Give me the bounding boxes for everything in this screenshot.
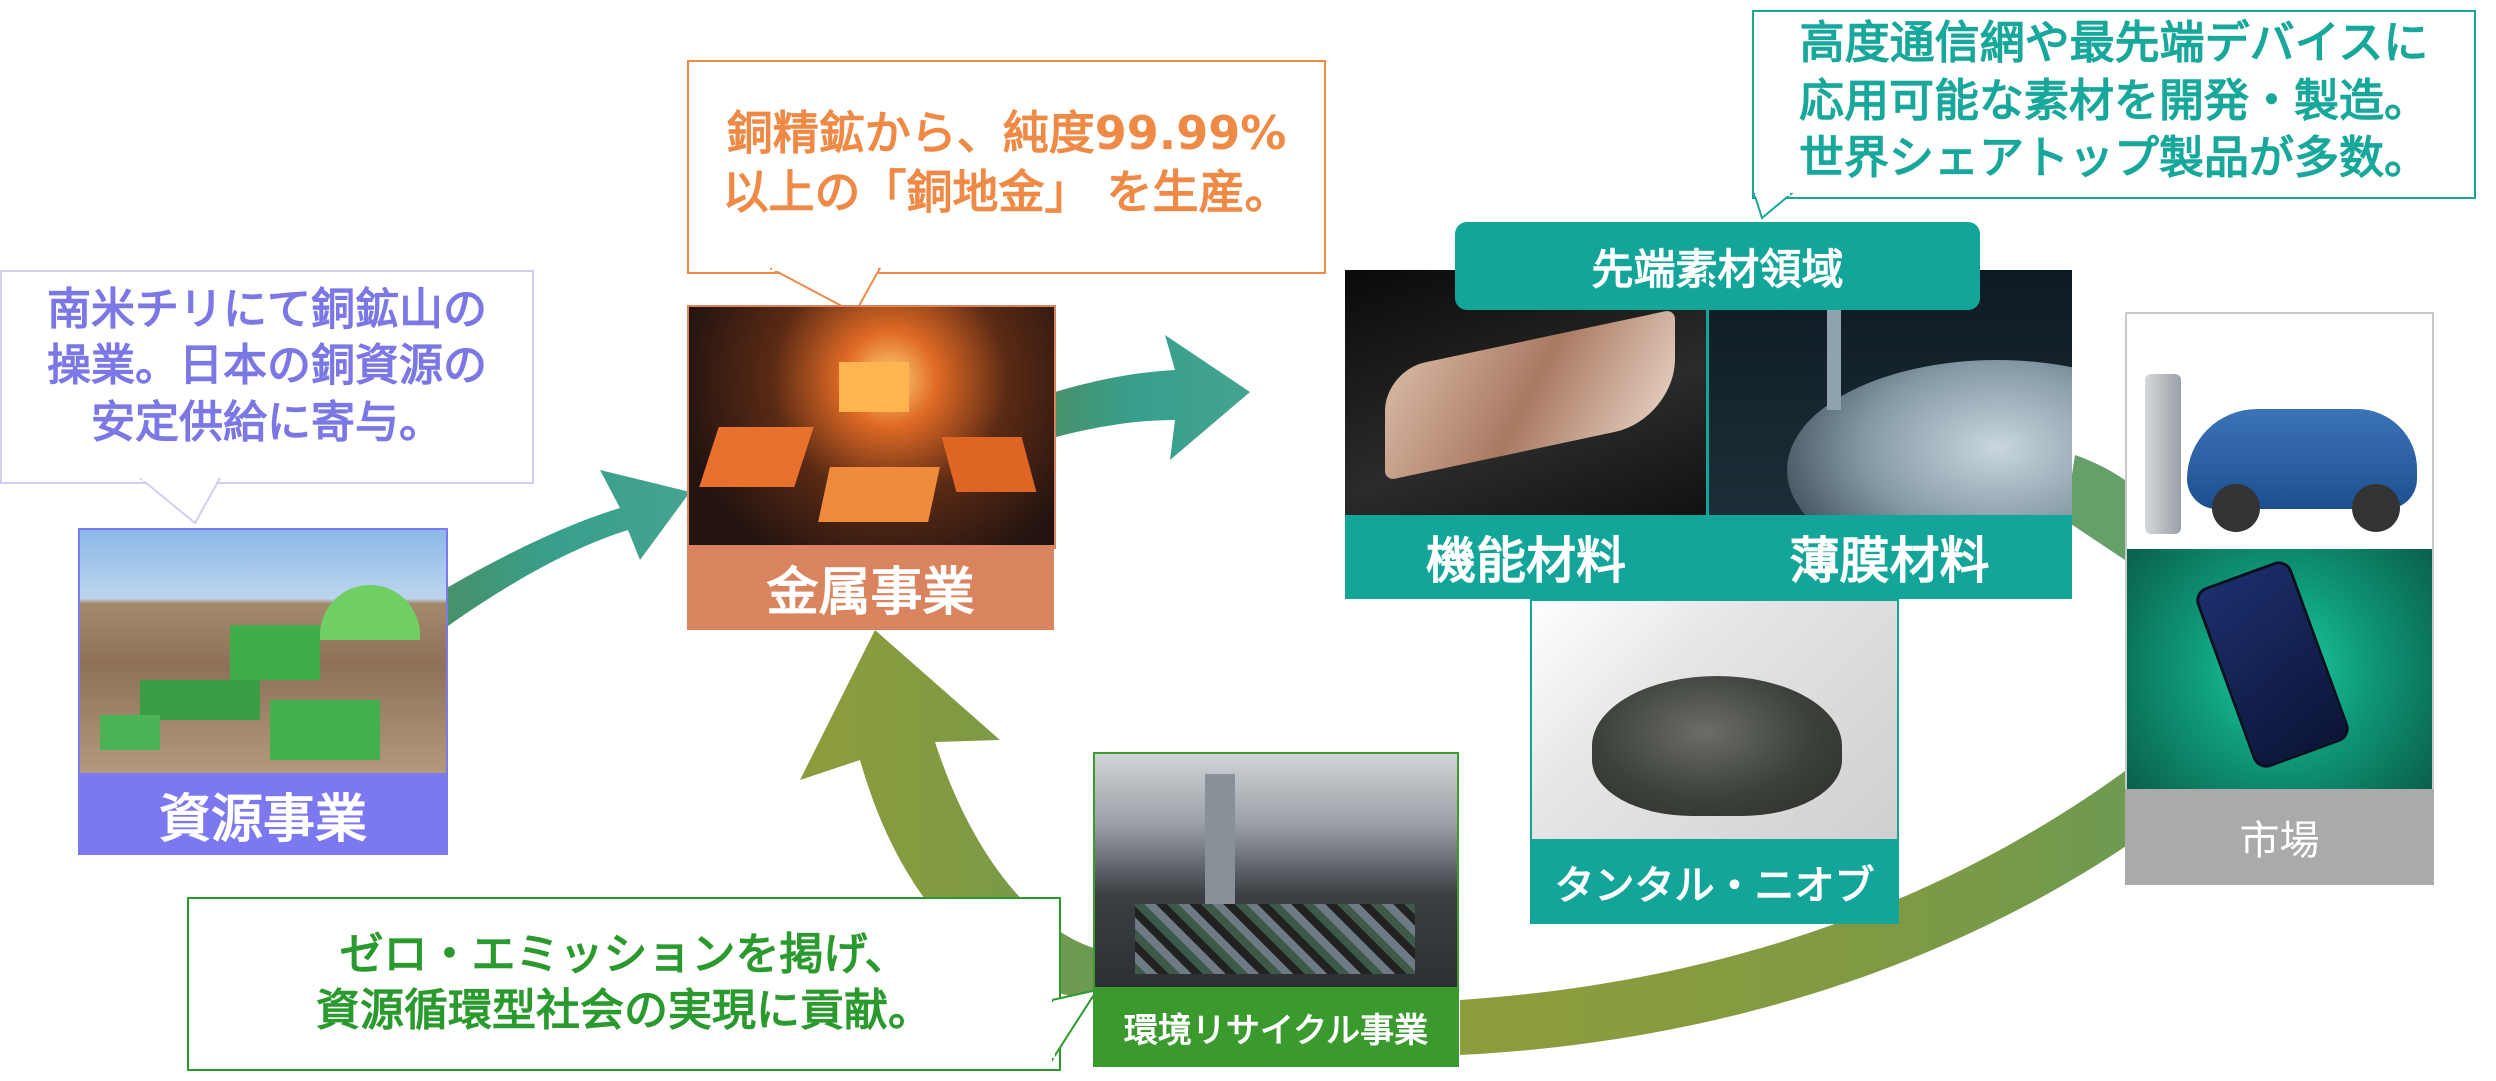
callout-metals-line-2: 以上の「銅地金」 を生産。 xyxy=(722,164,1291,219)
advanced-divider xyxy=(1706,270,1709,599)
phone-photo xyxy=(2125,549,2434,789)
recycling-photo xyxy=(1093,752,1459,991)
arrow-resources-to-metals xyxy=(440,470,690,628)
callout-resources-line-2: 操業。日本の銅資源の xyxy=(47,340,487,392)
label-tantalum: タンタル・ニオブ xyxy=(1530,839,1899,924)
mine-photo xyxy=(78,528,448,777)
target-photo xyxy=(1707,270,2072,515)
callout-metals-pointer xyxy=(770,268,882,315)
label-thin-film: 薄膜材料 xyxy=(1707,515,2072,599)
label-metals: 金属事業 xyxy=(687,545,1054,630)
label-resources: 資源事業 xyxy=(78,773,448,855)
callout-recycling-pointer xyxy=(1052,990,1099,1062)
callout-recycling-line-2: 資源循環型社会の実現に貢献。 xyxy=(316,985,932,1037)
callout-resources-line-3: 安定供給に寄与。 xyxy=(91,396,443,448)
foil-photo xyxy=(1345,270,1707,515)
callout-advanced: 高度通信網や最先端デバイスに 応用可能な素材を開発・製造。 世界シェアトップ製品… xyxy=(1752,10,2476,199)
callout-metals: 銅精鉱から、純度99.99% 以上の「銅地金」 を生産。 xyxy=(687,60,1326,274)
label-recycling: 環境リサイクル事業 xyxy=(1093,987,1459,1067)
callout-recycling: ゼロ・エミッションを掲げ、 資源循環型社会の実現に貢献。 xyxy=(187,897,1061,1071)
callout-metals-line-1: 銅精鉱から、純度99.99% xyxy=(726,106,1287,160)
label-functional: 機能材料 xyxy=(1345,515,1707,599)
smelter-photo xyxy=(687,305,1056,549)
label-advanced-header: 先端素材領域 xyxy=(1455,222,1980,310)
callout-resources-pointer xyxy=(140,478,222,525)
callout-advanced-line-2: 応用可能な素材を開発・製造。 xyxy=(1798,73,2429,127)
callout-advanced-line-3: 世界シェアトップ製品が多数。 xyxy=(1798,131,2429,185)
ev-photo xyxy=(2125,312,2434,551)
label-market: 市場 xyxy=(2125,789,2434,885)
callout-resources: 南米チリにて銅鉱山の 操業。日本の銅資源の 安定供給に寄与。 xyxy=(0,270,534,484)
powder-photo xyxy=(1530,599,1899,841)
arrow-advanced-to-market xyxy=(2065,455,2125,560)
callout-advanced-line-1: 高度通信網や最先端デバイスに xyxy=(1799,16,2429,69)
callout-recycling-line-1: ゼロ・エミッションを掲げ、 xyxy=(339,929,909,980)
arrow-market-to-recycling xyxy=(1460,760,2190,1055)
arrow-metals-to-advanced xyxy=(1045,335,1250,460)
callout-advanced-pointer xyxy=(1752,193,1794,220)
callout-resources-line-1: 南米チリにて銅鉱山の xyxy=(47,284,487,335)
